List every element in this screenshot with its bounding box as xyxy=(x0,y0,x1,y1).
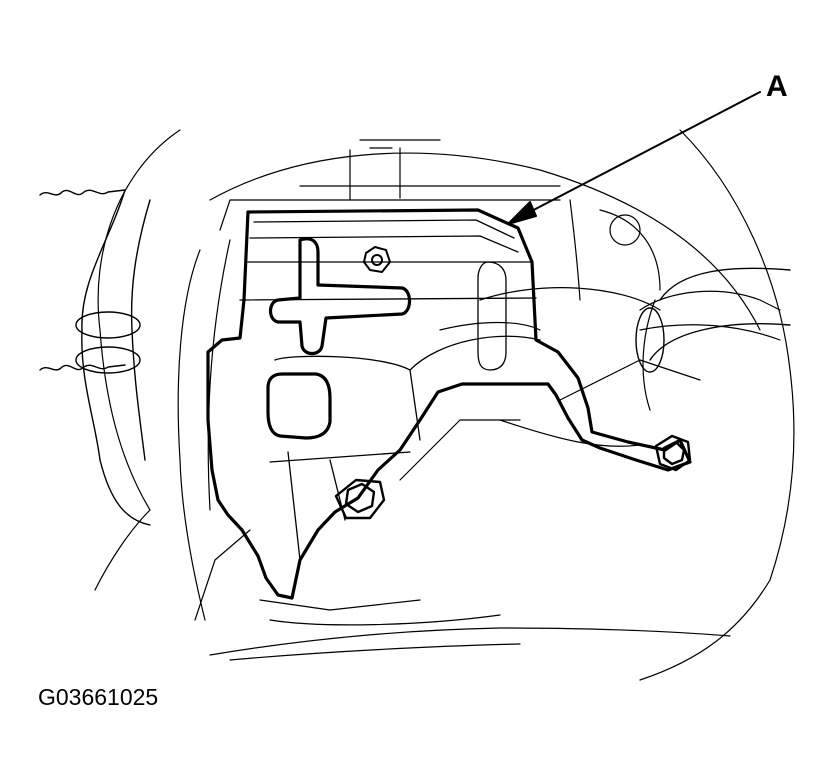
bracket-details xyxy=(239,219,541,561)
figure-code: G03661025 xyxy=(38,684,159,710)
bolt-lower-icon xyxy=(334,478,386,520)
hose-left xyxy=(39,189,151,526)
bracket-a xyxy=(206,208,692,600)
bolt-right-icon xyxy=(654,434,692,472)
background-outlines xyxy=(94,129,795,681)
callout-leader-arrow xyxy=(507,91,761,225)
callout-label-a: A xyxy=(766,70,788,103)
hose-right xyxy=(635,267,791,373)
bolt-top-icon xyxy=(363,246,391,273)
